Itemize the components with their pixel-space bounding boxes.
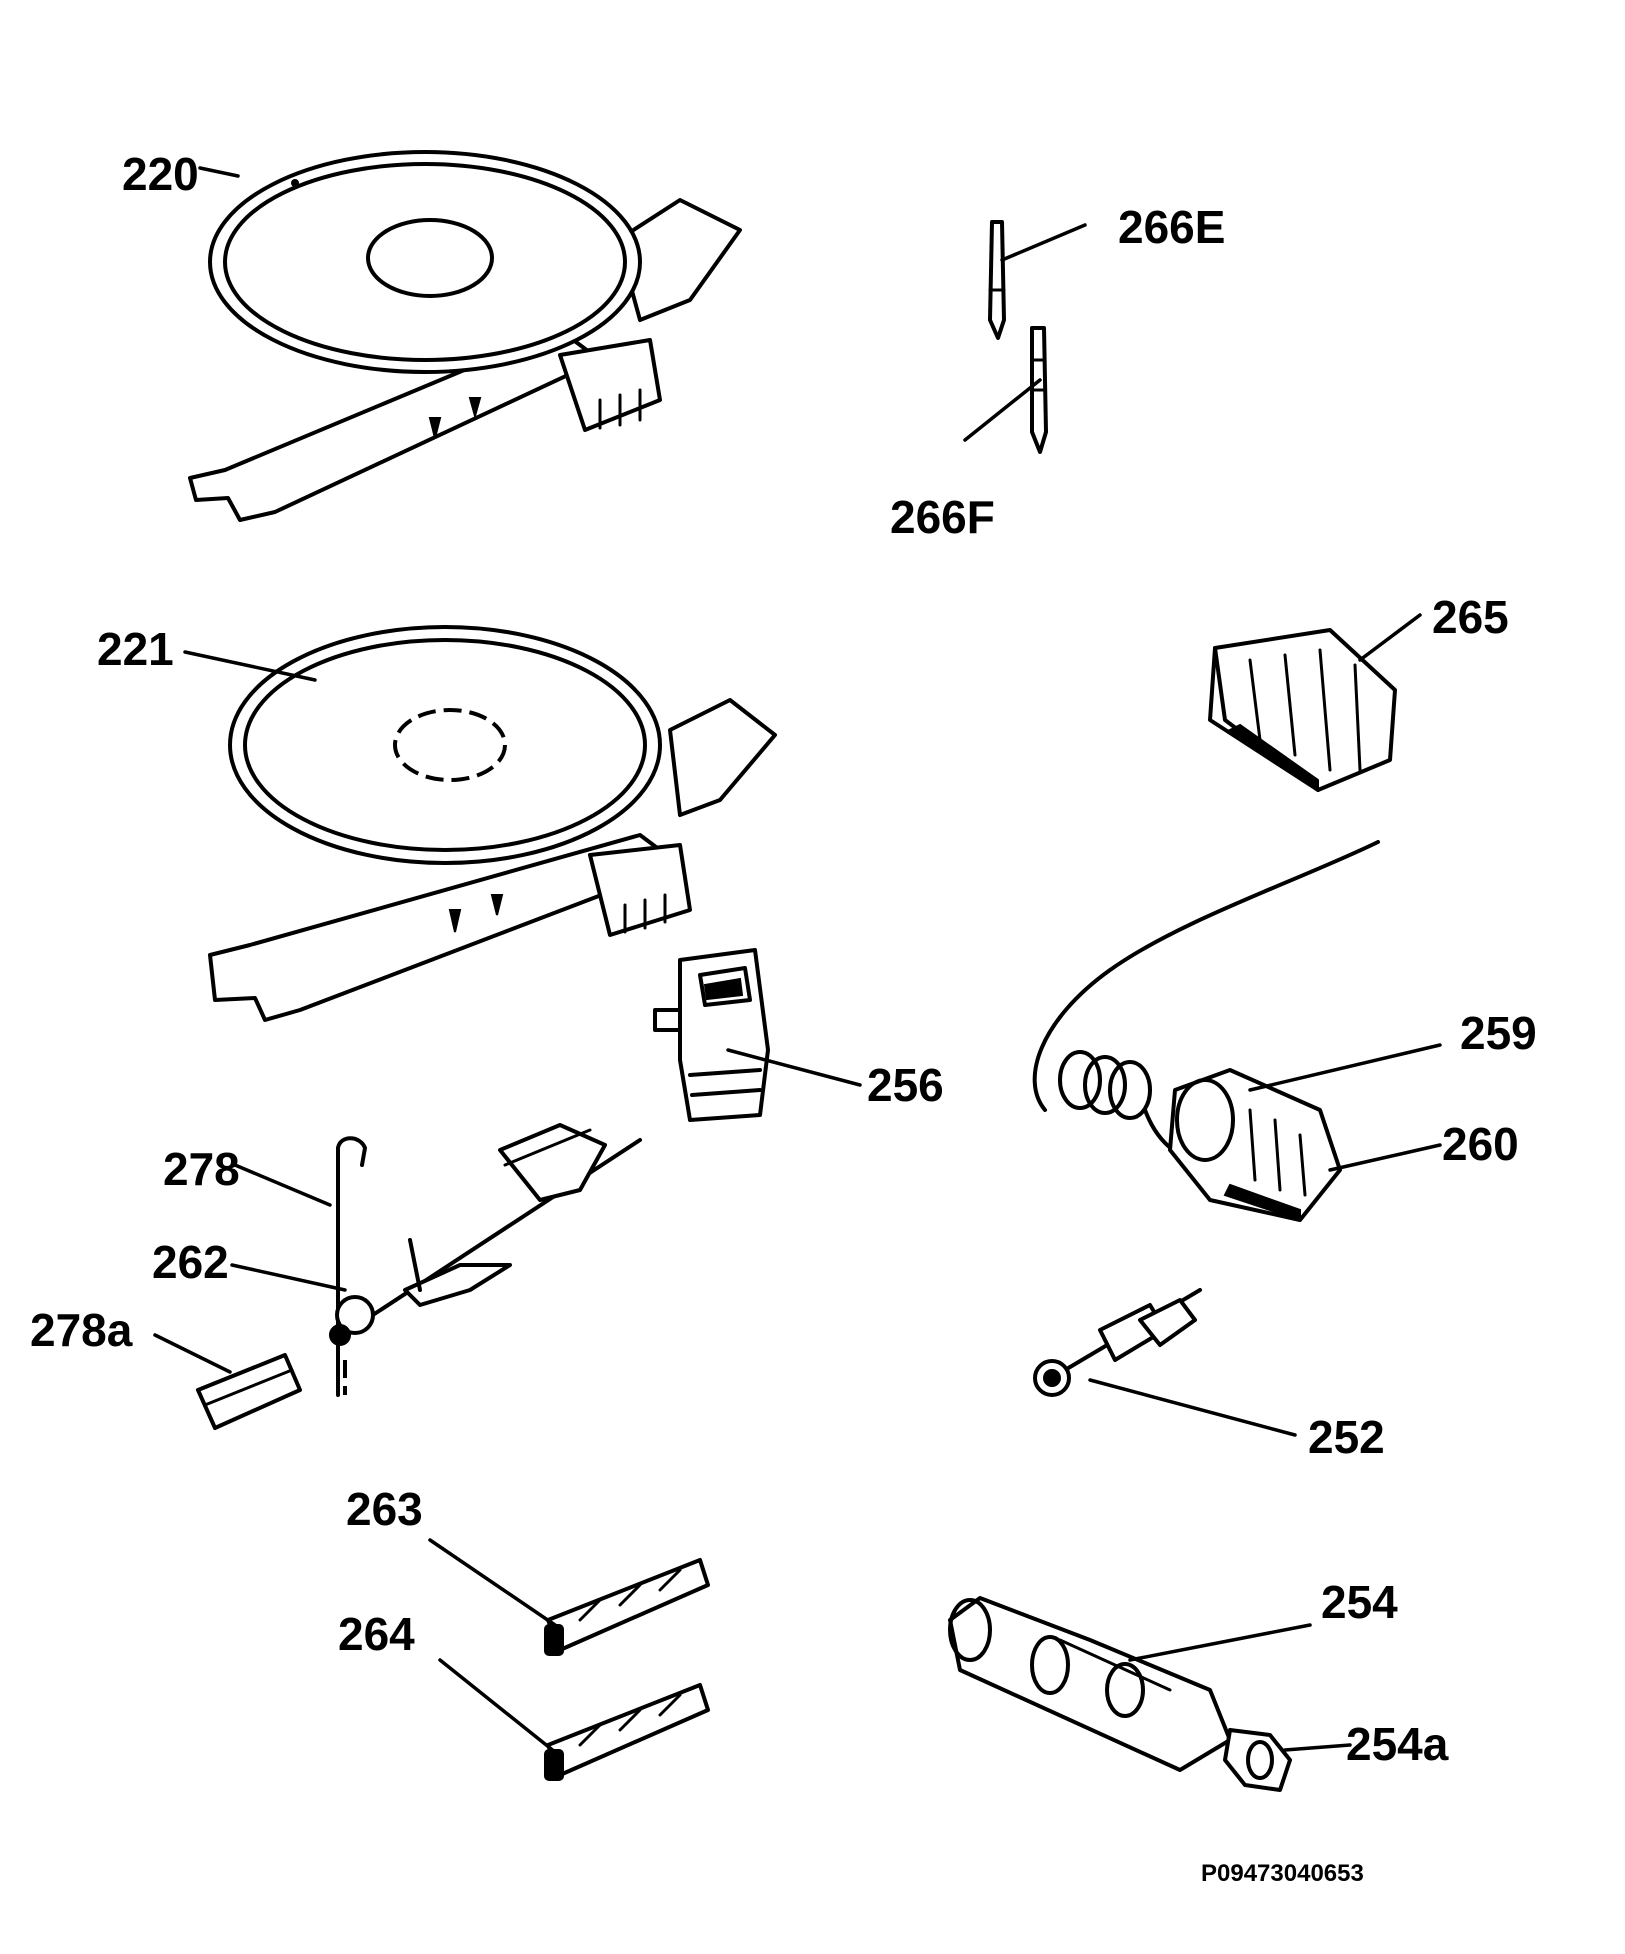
label-278a: 278a: [30, 1304, 133, 1356]
leader-254: [1128, 1623, 1312, 1662]
pin-266f: [1030, 326, 1048, 454]
terminal-263: [544, 1558, 710, 1656]
hotplate-220: [188, 150, 742, 522]
leader-252: [1088, 1378, 1297, 1437]
leader-266e: [1000, 223, 1087, 262]
leader-264: [438, 1658, 557, 1754]
terminal-block-265: [1208, 628, 1397, 792]
hotplate-221: [208, 625, 777, 1022]
label-256: 256: [867, 1059, 944, 1111]
leader-278: [233, 1163, 332, 1207]
leader-254a: [1283, 1743, 1352, 1752]
leader-278a: [153, 1333, 232, 1374]
label-266f: 266F: [890, 491, 995, 543]
label-252: 252: [1308, 1411, 1385, 1463]
label-266e: 266E: [1118, 201, 1225, 253]
part-labels: 220 266E 266F 221 265 259 260 256 278 26…: [30, 148, 1537, 1887]
label-220: 220: [122, 148, 199, 200]
igniter-assembly-278-262: [196, 1123, 642, 1430]
leader-260: [1328, 1143, 1442, 1172]
leader-lines: [153, 166, 1442, 1754]
label-254a: 254a: [1346, 1718, 1449, 1770]
leader-259: [1248, 1043, 1442, 1092]
pin-266e: [988, 220, 1006, 340]
leader-266f: [963, 378, 1042, 442]
leader-256: [726, 1048, 862, 1087]
leader-263: [428, 1538, 557, 1627]
leader-220: [198, 166, 240, 178]
drawing-code: P09473040653: [1201, 1860, 1364, 1887]
thermostat-259-260: [1032, 840, 1380, 1222]
label-262: 262: [152, 1236, 229, 1288]
plug-252: [1033, 1288, 1202, 1397]
switch-bar-254: [948, 1596, 1292, 1792]
label-263: 263: [346, 1483, 423, 1535]
label-221: 221: [97, 623, 174, 675]
label-259: 259: [1460, 1007, 1537, 1059]
leader-265: [1358, 613, 1422, 662]
label-254: 254: [1321, 1576, 1398, 1628]
switch-256: [653, 948, 770, 1122]
leader-221: [183, 650, 317, 682]
label-278: 278: [163, 1143, 240, 1195]
terminal-264: [544, 1683, 710, 1781]
label-264: 264: [338, 1608, 415, 1660]
label-260: 260: [1442, 1118, 1519, 1170]
leader-262: [230, 1263, 347, 1292]
label-265: 265: [1432, 591, 1509, 643]
